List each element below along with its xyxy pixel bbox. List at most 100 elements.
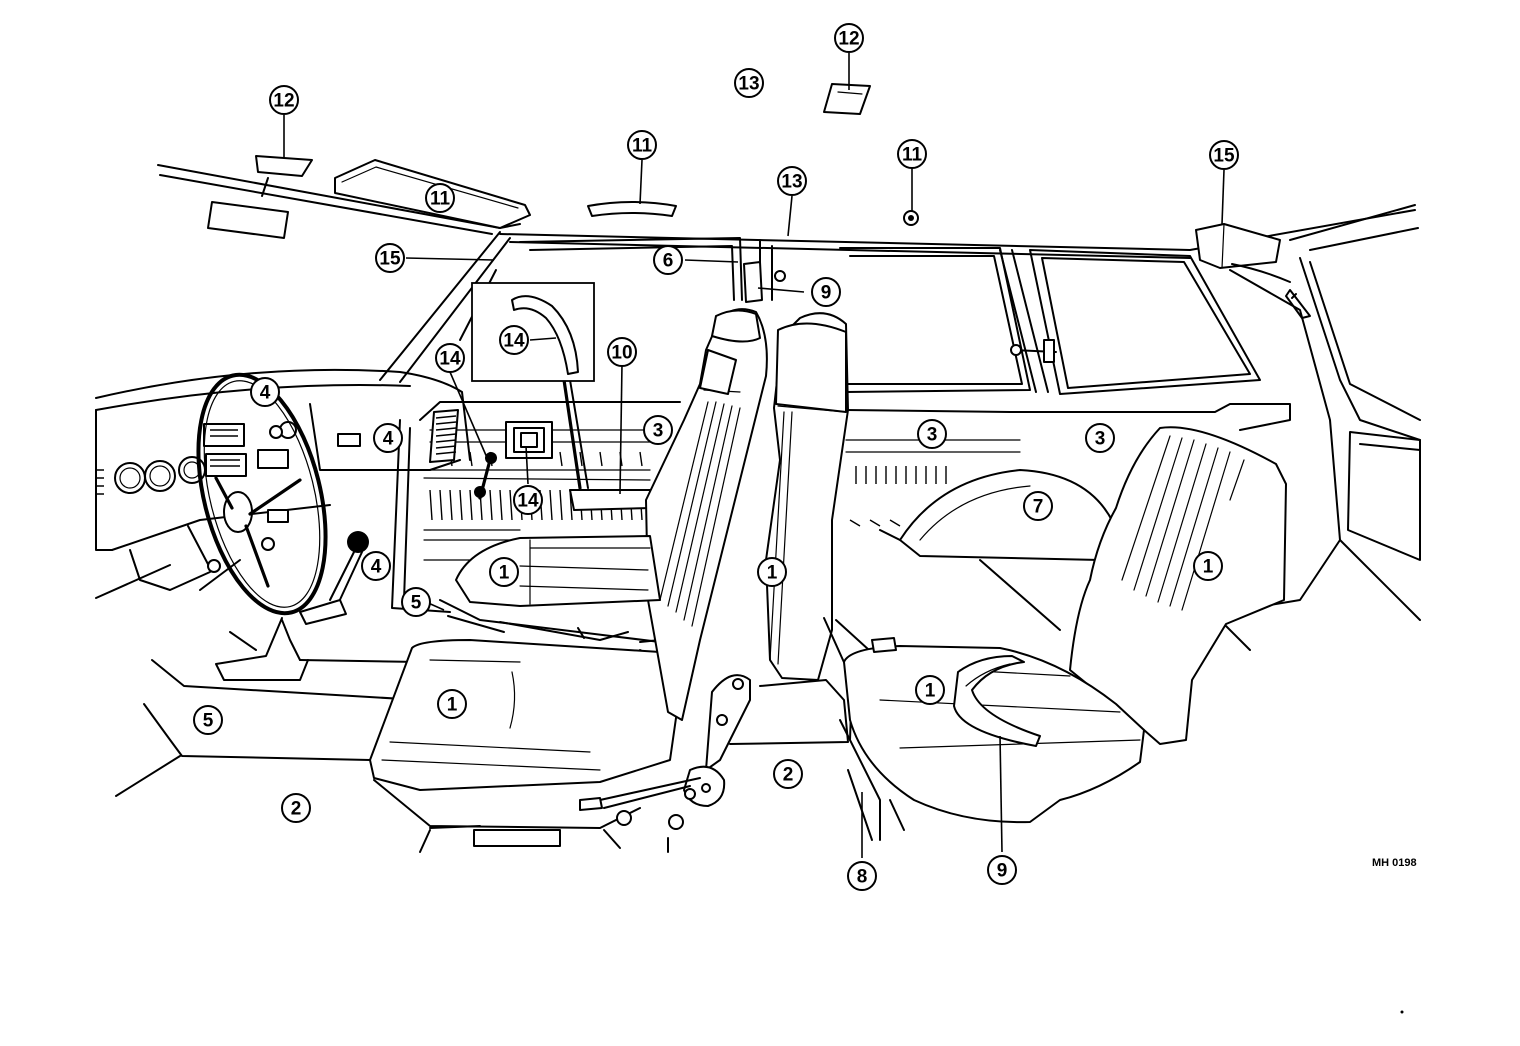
callout-circle bbox=[915, 675, 945, 705]
callout-number: 12 bbox=[838, 29, 859, 50]
callout-14: 14 bbox=[513, 485, 543, 515]
callout-circle bbox=[834, 23, 864, 53]
driver-seat bbox=[369, 308, 768, 830]
callout-4: 4 bbox=[361, 551, 391, 581]
callout-9: 9 bbox=[811, 277, 841, 307]
callout-number: 1 bbox=[1203, 557, 1214, 578]
callout-1: 1 bbox=[1193, 551, 1223, 581]
drawing-reference-code: MH 0198 bbox=[1372, 857, 1417, 869]
callout-circle bbox=[499, 325, 529, 355]
callout-11: 11 bbox=[897, 139, 927, 169]
callout-5: 5 bbox=[193, 705, 223, 735]
callout-number: 14 bbox=[517, 491, 539, 512]
callout-number: 1 bbox=[767, 563, 778, 584]
callout-number: 11 bbox=[632, 136, 653, 157]
callout-2: 2 bbox=[773, 759, 803, 789]
callout-circle bbox=[643, 415, 673, 445]
callout-13: 13 bbox=[777, 166, 807, 196]
callout-11: 11 bbox=[627, 130, 657, 160]
clip-fastener bbox=[903, 210, 919, 226]
callout-number: 2 bbox=[783, 765, 794, 786]
callout-3: 3 bbox=[917, 419, 947, 449]
callout-number: 9 bbox=[997, 861, 1008, 882]
callout-8: 8 bbox=[847, 861, 877, 891]
assist-grip bbox=[587, 201, 677, 217]
callout-circle bbox=[361, 551, 391, 581]
callout-circle bbox=[401, 587, 431, 617]
leader-lines bbox=[283, 53, 1225, 858]
callout-circle bbox=[375, 243, 405, 273]
dome-lamp bbox=[823, 83, 871, 115]
callout-13: 13 bbox=[734, 68, 764, 98]
parking-brake bbox=[439, 599, 661, 661]
callout-15: 15 bbox=[375, 243, 405, 273]
callout-circle bbox=[627, 130, 657, 160]
callout-number: 14 bbox=[439, 349, 461, 370]
callout-12: 12 bbox=[269, 85, 299, 115]
callout-circle bbox=[847, 861, 877, 891]
callout-number: 2 bbox=[291, 799, 302, 820]
callout-number: 5 bbox=[203, 711, 214, 732]
callout-circle bbox=[425, 183, 455, 213]
callout-number: 12 bbox=[273, 91, 294, 112]
callout-circle bbox=[777, 166, 807, 196]
callout-number: 1 bbox=[925, 681, 936, 702]
callout-number: 6 bbox=[663, 251, 674, 272]
passenger-seat bbox=[455, 312, 905, 841]
callout-7: 7 bbox=[1023, 491, 1053, 521]
shift-lever bbox=[215, 531, 369, 681]
callout-14: 14 bbox=[499, 325, 529, 355]
callout-number: 5 bbox=[411, 593, 422, 614]
callout-circle bbox=[1085, 423, 1115, 453]
callout-number: 9 bbox=[821, 283, 832, 304]
callout-circle bbox=[1209, 140, 1239, 170]
callout-circle bbox=[811, 277, 841, 307]
callout-number: 8 bbox=[857, 867, 868, 888]
map-light bbox=[255, 155, 313, 177]
callout-circle bbox=[435, 343, 465, 373]
callout-circle bbox=[193, 705, 223, 735]
rear-view-mirror bbox=[207, 177, 289, 239]
callout-12: 12 bbox=[834, 23, 864, 53]
callout-circle bbox=[250, 377, 280, 407]
callout-number: 13 bbox=[738, 74, 759, 95]
rear-side-windows bbox=[743, 239, 1261, 395]
callout-number: 3 bbox=[653, 421, 664, 442]
callout-10: 10 bbox=[607, 337, 637, 367]
callout-number: 4 bbox=[260, 383, 271, 404]
callout-circle bbox=[489, 557, 519, 587]
callout-number: 11 bbox=[902, 145, 923, 166]
callout-9: 9 bbox=[987, 855, 1017, 885]
callout-2: 2 bbox=[281, 793, 311, 823]
callout-11: 11 bbox=[425, 183, 455, 213]
callout-4: 4 bbox=[250, 377, 280, 407]
inset-detail-box bbox=[471, 282, 595, 382]
callout-number: 15 bbox=[379, 249, 401, 270]
callout-circle bbox=[437, 689, 467, 719]
callout-14: 14 bbox=[435, 343, 465, 373]
callout-number: 13 bbox=[781, 172, 802, 193]
callout-circle bbox=[987, 855, 1017, 885]
callout-circle bbox=[373, 423, 403, 453]
callout-number: 3 bbox=[927, 425, 938, 446]
callout-circle bbox=[1193, 551, 1223, 581]
callout-1: 1 bbox=[437, 689, 467, 719]
stray-dot bbox=[1400, 1010, 1404, 1014]
callout-circle bbox=[773, 759, 803, 789]
callout-number: 4 bbox=[383, 429, 394, 450]
callout-number: 1 bbox=[499, 563, 510, 584]
callout-number: 14 bbox=[503, 331, 525, 352]
callout-number: 3 bbox=[1095, 429, 1106, 450]
callout-number: 11 bbox=[430, 189, 451, 210]
callout-circle bbox=[269, 85, 299, 115]
callout-1: 1 bbox=[489, 557, 519, 587]
callout-circle bbox=[607, 337, 637, 367]
callout-number: 15 bbox=[1213, 146, 1235, 167]
callout-circle bbox=[1023, 491, 1053, 521]
rear-side-trim bbox=[845, 403, 1291, 631]
callout-number: 7 bbox=[1033, 497, 1044, 518]
callout-6: 6 bbox=[653, 245, 683, 275]
callout-4: 4 bbox=[373, 423, 403, 453]
